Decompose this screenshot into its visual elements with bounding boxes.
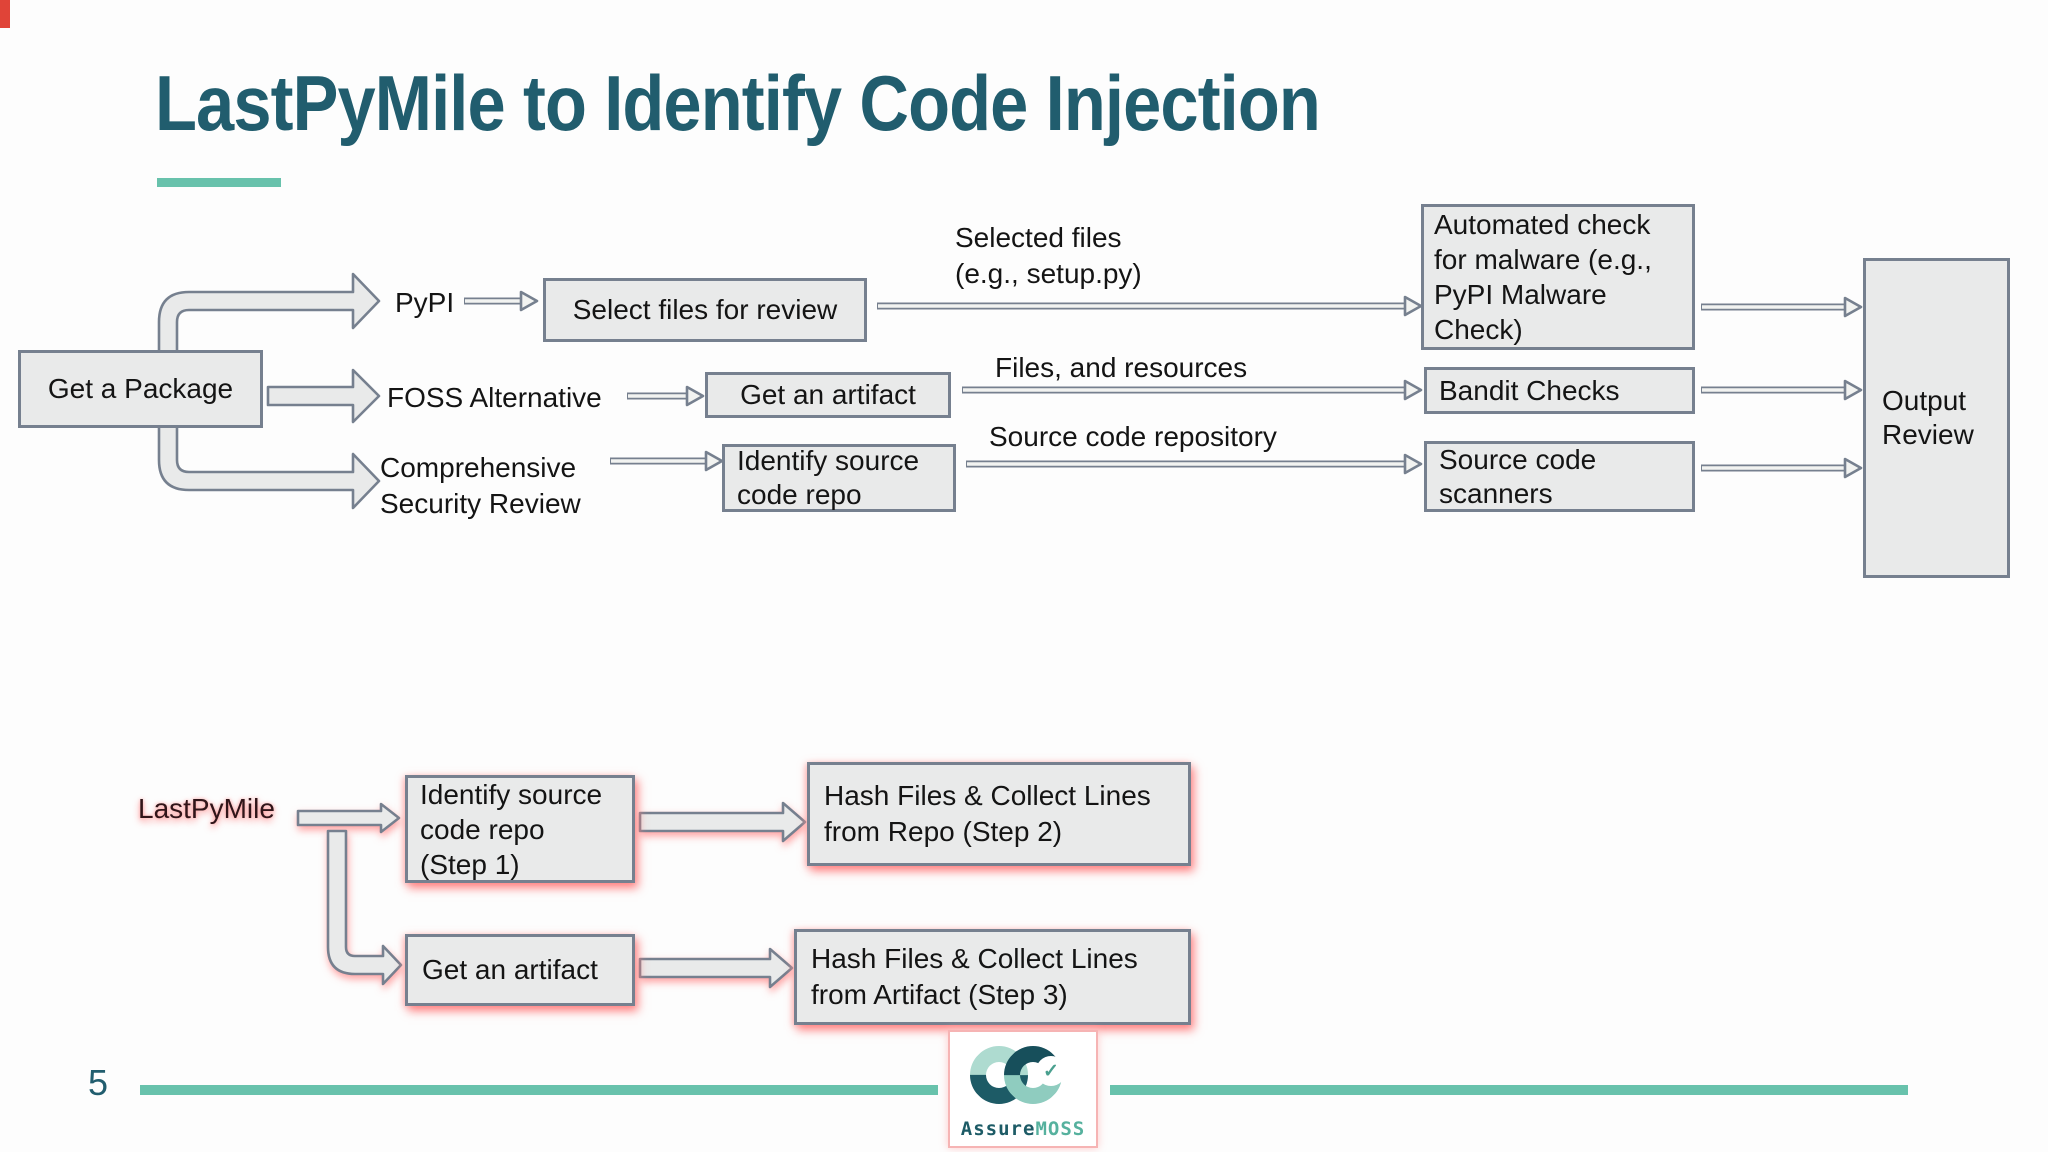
node-text-line: Hash Files & Collect Lines [811,943,1138,974]
node-text-line: PyPI Malware [1434,279,1607,310]
assuremoss-logo: ✓ AssureMOSS [948,1030,1098,1148]
label-line: Security Review [380,488,581,519]
arrow-select-files-to-malware-check [877,295,1423,317]
node-text-line: Output [1882,385,1967,416]
node-text-line: Check) [1434,314,1523,345]
node-text-line: Source code [1439,443,1597,475]
logo-wordmark: AssureMOSS [950,1118,1096,1140]
label-files-and-resources: Files, and resources [995,352,1248,383]
logo-text-moss: MOSS [1035,1118,1086,1140]
arrow-comprehensive-to-identify-repo [610,450,724,472]
arrow-lastpymile-to-get-artifact [326,829,403,986]
node-text-line: Automated check [1434,209,1651,240]
node-step1-identify-source-code-repo: Identify source code repo (Step 1) [405,775,635,883]
node-select-files-for-review: Select files for review [543,278,867,342]
node-output-review: Output Review [1863,258,2010,578]
node-text-line: Identify source [737,445,920,476]
arrow-step1-to-step2 [638,801,807,843]
node-source-code-scanners: Source code scanners [1424,441,1695,512]
node-text-line: for malware (e.g., [1434,244,1652,275]
logo-checkmark-icon: ✓ [1036,1056,1066,1086]
node-text-line: scanners [1439,477,1553,509]
arrow-package-to-pypi [157,272,381,354]
arrow-malware-to-output [1701,296,1863,318]
label-line: Comprehensive [380,452,577,483]
node-text-line: Review [1882,419,1974,450]
arrow-scanners-to-output [1701,457,1863,479]
node-text-line: from Artifact (Step 3) [811,979,1068,1010]
node-automated-malware-check: Automated check for malware (e.g., PyPI … [1421,204,1695,350]
label-line: (e.g., setup.py) [955,258,1142,289]
node-identify-source-code-repo: Identify source code repo [722,444,956,512]
arrow-package-to-comprehensive [157,424,381,510]
label-lastpymile: LastPyMile [138,793,275,824]
node-get-a-package: Get a Package [18,350,263,428]
node-text-line: Select files for review [572,294,838,325]
page-number: 5 [88,1062,109,1103]
node-text-line: (Step 1) [420,848,520,880]
node-text-line: Identify source [420,778,603,810]
label-pypi: PyPI [395,287,455,318]
label-foss-alternative: FOSS Alternative [387,382,602,413]
title-underline-accent [157,178,281,187]
node-step2-hash-files-from-repo: Hash Files & Collect Lines from Repo (St… [807,762,1191,866]
slide-title: LastPyMile to Identify Code Injection [155,59,1321,147]
footer-accent-line-left [140,1085,938,1095]
node-text-line: Get an artifact [740,379,916,410]
arrow-get-artifact-to-bandit [962,379,1423,401]
node-text-line: Get a Package [47,373,234,404]
node-text-line: Hash Files & Collect Lines [824,780,1151,811]
node-get-an-artifact: Get an artifact [705,372,951,418]
label-source-code-repository: Source code repository [989,421,1277,452]
footer-accent-line-right [1110,1085,1908,1095]
arrow-lastpymile-to-step1 [296,802,401,834]
label-selected-files: Selected files (e.g., setup.py) [955,220,1142,292]
node-text-line: Bandit Checks [1439,374,1620,406]
node-text-line: Get an artifact [422,954,598,985]
label-comprehensive-security-review: Comprehensive Security Review [380,450,581,522]
arrow-identify-repo-to-scanners [966,453,1423,475]
node-step3-hash-files-from-artifact: Hash Files & Collect Lines from Artifact… [794,929,1191,1025]
node-bandit-checks: Bandit Checks [1424,367,1695,414]
label-line: Selected files [955,222,1122,253]
recording-indicator-strip [0,0,10,28]
logo-text-assure: Assure [960,1118,1036,1140]
node-text-line: code repo [737,479,862,510]
node-text-line: from Repo (Step 2) [824,816,1063,847]
arrow-pypi-to-select-files [464,290,539,312]
arrow-foss-to-get-artifact [627,385,705,407]
arrow-package-to-foss [266,368,381,424]
node-get-an-artifact-bottom: Get an artifact [405,934,635,1006]
arrow-bandit-to-output [1701,379,1863,401]
node-text-line: code repo [420,813,545,845]
arrow-get-artifact-to-step3 [638,947,794,989]
